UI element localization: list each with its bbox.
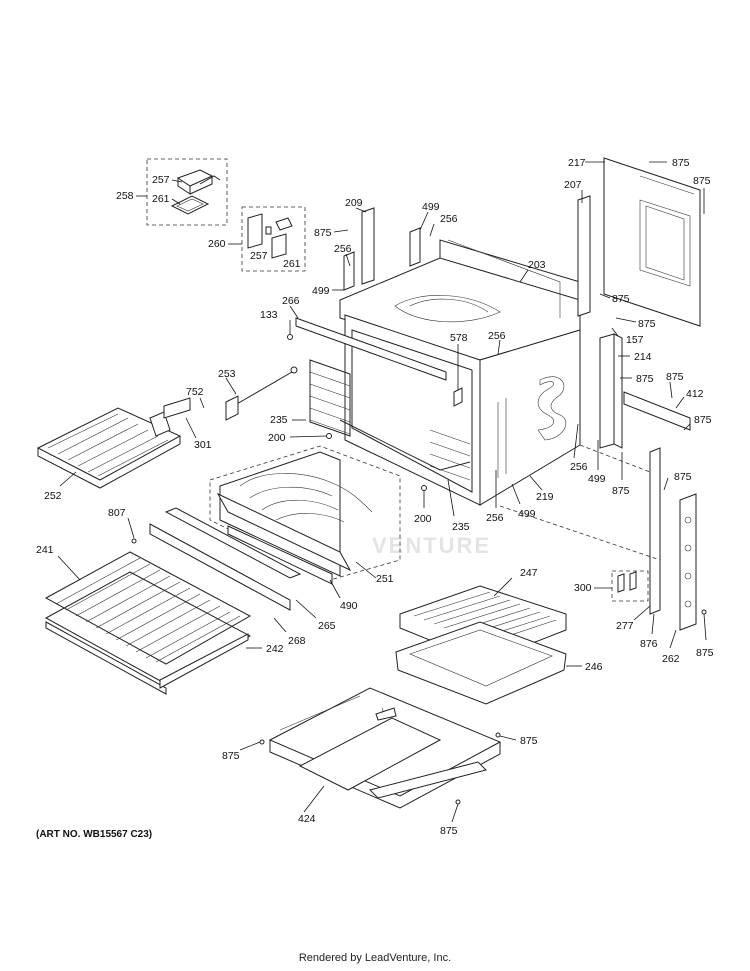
footer-credit: Rendered by LeadVenture, Inc. bbox=[298, 952, 452, 964]
rack-slide-268 bbox=[149, 507, 302, 611]
support-rail-412 bbox=[623, 391, 691, 431]
callout-258: 258 bbox=[116, 190, 134, 202]
callout-875: 875 bbox=[612, 485, 630, 497]
callout-256: 256 bbox=[440, 213, 458, 225]
callout-214: 214 bbox=[634, 351, 652, 363]
callout-256: 256 bbox=[334, 243, 352, 255]
callout-875: 875 bbox=[440, 825, 458, 837]
callout-301: 301 bbox=[194, 439, 212, 451]
callout-875: 875 bbox=[696, 647, 714, 659]
callout-875: 875 bbox=[693, 175, 711, 187]
callout-203: 203 bbox=[528, 259, 546, 271]
callout-499: 499 bbox=[422, 201, 440, 213]
callout-219: 219 bbox=[536, 491, 554, 503]
callout-490: 490 bbox=[340, 600, 358, 612]
broil-pan-246 bbox=[395, 621, 567, 705]
callout-499: 499 bbox=[518, 508, 536, 520]
hinge-bracket-277 bbox=[649, 447, 661, 615]
callout-200: 200 bbox=[268, 432, 286, 444]
callout-875: 875 bbox=[666, 371, 684, 383]
callout-875: 875 bbox=[314, 227, 332, 239]
callout-246: 246 bbox=[585, 661, 603, 673]
callout-157: 157 bbox=[626, 334, 644, 346]
side-bracket-214 bbox=[599, 333, 623, 449]
callout-412: 412 bbox=[686, 388, 704, 400]
callout-875: 875 bbox=[520, 735, 538, 747]
callout-807: 807 bbox=[108, 507, 126, 519]
callout-752: 752 bbox=[186, 386, 204, 398]
clip-group-300 bbox=[611, 570, 649, 602]
bottom-frame-424 bbox=[268, 687, 502, 809]
callout-875: 875 bbox=[222, 750, 240, 762]
watermark: VENTURE bbox=[372, 533, 491, 558]
control-module-group-258 bbox=[146, 158, 228, 226]
oven-rack-241 bbox=[44, 551, 252, 695]
callout-251: 251 bbox=[376, 573, 394, 585]
callout-268: 268 bbox=[288, 635, 306, 647]
oven-cavity-assembly bbox=[225, 207, 581, 506]
callout-257: 257 bbox=[250, 250, 268, 262]
callout-256: 256 bbox=[486, 512, 504, 524]
callout-253: 253 bbox=[218, 368, 236, 380]
callout-578: 578 bbox=[450, 332, 468, 344]
callout-499: 499 bbox=[312, 285, 330, 297]
callout-875: 875 bbox=[694, 414, 712, 426]
broil-element-252 bbox=[36, 397, 191, 489]
callout-217: 217 bbox=[568, 157, 586, 169]
callout-235: 235 bbox=[452, 521, 470, 533]
callout-241: 241 bbox=[36, 544, 54, 556]
callout-200: 200 bbox=[414, 513, 432, 525]
rear-panel-217 bbox=[603, 157, 701, 327]
callout-257: 257 bbox=[152, 174, 170, 186]
art-number: (ART NO. WB15567 C23) bbox=[36, 829, 153, 840]
bake-element-251 bbox=[209, 445, 401, 581]
callout-235: 235 bbox=[270, 414, 288, 426]
callout-261: 261 bbox=[152, 193, 170, 205]
callout-875: 875 bbox=[638, 318, 656, 330]
callout-242: 242 bbox=[266, 643, 284, 655]
callout-875: 875 bbox=[612, 293, 630, 305]
callout-252: 252 bbox=[44, 490, 62, 502]
callout-247: 247 bbox=[520, 567, 538, 579]
callout-499: 499 bbox=[588, 473, 606, 485]
control-module-group-260 bbox=[241, 206, 306, 272]
callout-266: 266 bbox=[282, 295, 300, 307]
callout-875: 875 bbox=[672, 157, 690, 169]
callout-256: 256 bbox=[488, 330, 506, 342]
trim-262 bbox=[679, 493, 697, 631]
callout-265: 265 bbox=[318, 620, 336, 632]
callout-277: 277 bbox=[616, 620, 634, 632]
callout-424: 424 bbox=[298, 813, 316, 825]
callout-256: 256 bbox=[570, 461, 588, 473]
side-trim-207 bbox=[577, 195, 591, 317]
callout-875: 875 bbox=[636, 373, 654, 385]
callout-260: 260 bbox=[208, 238, 226, 250]
callout-133: 133 bbox=[260, 309, 278, 321]
callout-209: 209 bbox=[345, 197, 363, 209]
callout-labels: 875 217 875 207 257 258 261 209 499 875 … bbox=[36, 157, 714, 837]
callout-262: 262 bbox=[662, 653, 680, 665]
callout-300: 300 bbox=[574, 582, 592, 594]
callout-207: 207 bbox=[564, 179, 582, 191]
callout-876: 876 bbox=[640, 638, 658, 650]
callout-261: 261 bbox=[283, 258, 301, 270]
callout-875: 875 bbox=[674, 471, 692, 483]
